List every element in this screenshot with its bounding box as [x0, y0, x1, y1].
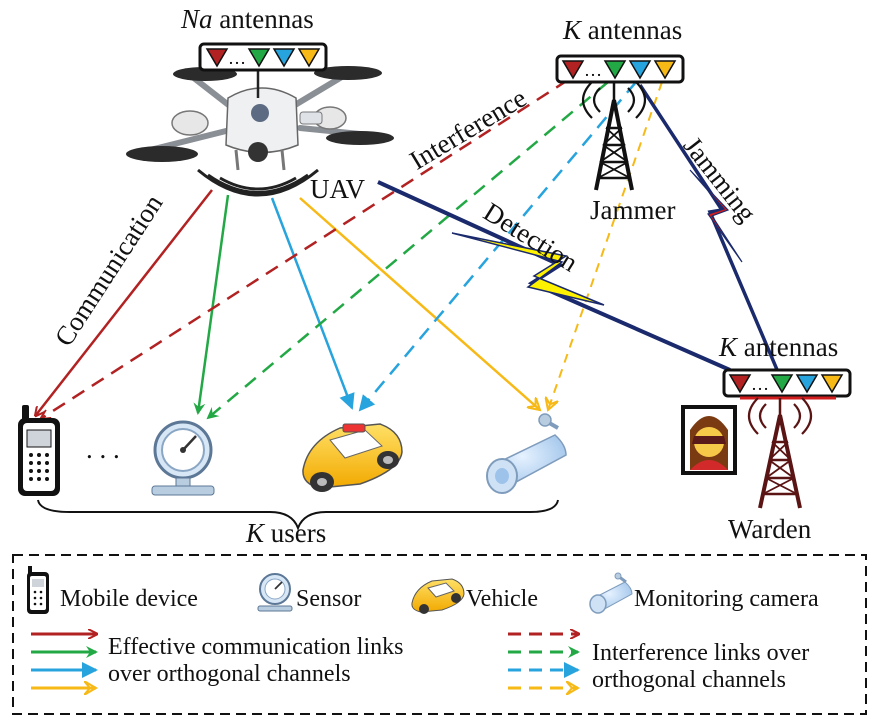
warden-avatar-icon	[681, 405, 737, 475]
svg-text:…: …	[228, 48, 246, 68]
monitoring-camera-icon	[486, 413, 567, 494]
uav-antennas-label: Na antennas	[181, 6, 314, 33]
uav-antennas-symbol: Na	[181, 4, 213, 34]
jammer-label: Jammer	[590, 195, 676, 225]
link-comm-camera	[299, 197, 540, 410]
legend-mobile-label: Mobile device	[60, 586, 198, 612]
legend-interference-line1: Interference links over	[592, 640, 810, 666]
link-comm-sensor	[193, 194, 230, 415]
jammer-antennas-word: antennas	[587, 15, 683, 45]
legend-vehicle-icon	[411, 578, 465, 614]
legend-mobile-icon	[27, 566, 49, 614]
link-int-mobile	[42, 78, 569, 418]
legend-interference-line2: orthogonal channels	[592, 667, 786, 693]
users-dots: . . .	[86, 434, 120, 464]
uav-antennas-word: antennas	[219, 4, 314, 34]
legend-sensor-icon	[257, 573, 293, 612]
legend-camera-icon	[589, 572, 633, 614]
warden-antennas-word: antennas	[743, 332, 839, 362]
legend-effective-line2: over orthogonal channels	[108, 661, 351, 687]
jammer-antennas-symbol: K	[563, 15, 582, 45]
users-symbol: K	[246, 518, 265, 548]
link-int-vehicle	[358, 81, 637, 412]
warden-antennas-label: K antennas	[719, 334, 838, 361]
legend-vehicle-label: Vehicle	[466, 586, 538, 612]
link-comm-mobile	[36, 189, 213, 415]
jammer-tower-icon	[581, 81, 647, 191]
detection-link	[377, 180, 731, 372]
jammer-antenna-array: …	[555, 54, 685, 84]
jammer-antennas-label: K antennas	[563, 17, 682, 44]
link-comm-vehicle	[270, 197, 355, 410]
legend-effective-line1: Effective communication links	[108, 634, 404, 660]
svg-text:…: …	[584, 60, 602, 80]
users-word: users	[270, 518, 327, 548]
legend-sensor-label: Sensor	[296, 586, 362, 612]
svg-text:…: …	[751, 374, 769, 394]
antenna-array-icon: …	[198, 42, 328, 72]
sensor-icon	[151, 420, 215, 496]
users-brace	[37, 499, 559, 531]
legend-box	[12, 554, 867, 715]
users-label: K users	[246, 520, 326, 547]
uav-label: UAV	[310, 174, 366, 204]
warden-antennas-symbol: K	[719, 332, 738, 362]
link-int-camera	[548, 81, 663, 410]
link-int-sensor	[206, 81, 609, 420]
warden-label: Warden	[728, 514, 812, 544]
warden-antenna-array: …	[722, 368, 852, 400]
mobile-device-icon	[18, 405, 60, 496]
legend-camera-label: Monitoring camera	[634, 586, 819, 612]
warden-tower-icon	[747, 397, 813, 509]
vehicle-icon	[302, 423, 403, 492]
jamming-link	[638, 84, 780, 373]
